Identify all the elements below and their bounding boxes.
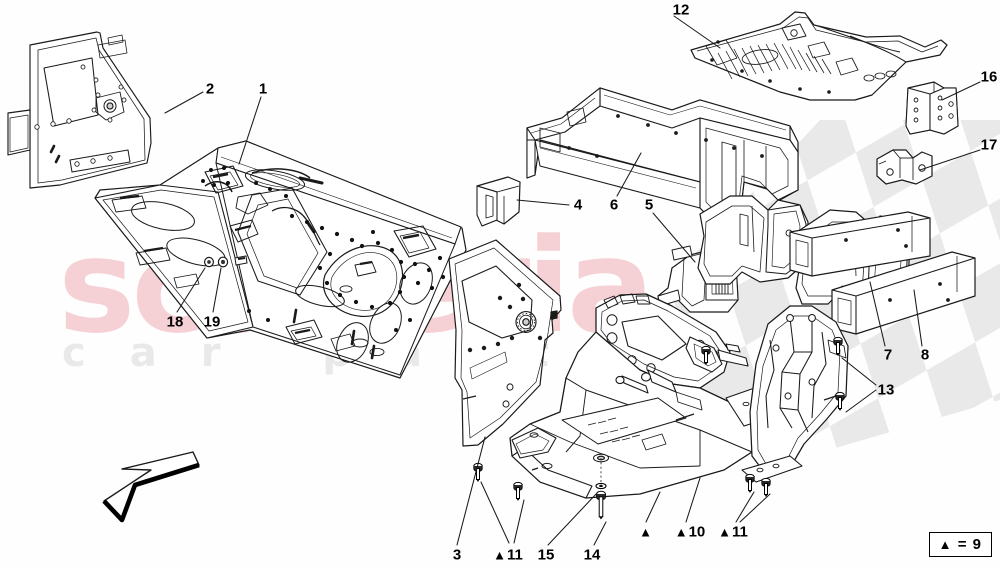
- part-19b-clip: [234, 255, 248, 266]
- leader-11-right: [735, 491, 771, 523]
- leader-10: [685, 477, 701, 523]
- part-12-rear-floor-panel: [690, 11, 948, 101]
- leader-13: [841, 357, 877, 413]
- leader-4: [516, 199, 570, 206]
- part-2-front-bulkhead-panel: [7, 31, 152, 189]
- part-14-long-bolt: [596, 490, 606, 520]
- leader-14: [593, 521, 607, 546]
- part-11-subframe-mounting-bolt: [761, 477, 771, 498]
- callout-c18: 18: [166, 313, 184, 331]
- callout-c1: 1: [258, 80, 268, 98]
- callout-c9: [639, 525, 653, 540]
- callout-c3: 3: [452, 546, 462, 564]
- callout-c5: 5: [644, 196, 654, 214]
- callout-c6: 6: [609, 196, 619, 214]
- callout-c4: 4: [573, 196, 583, 214]
- leader-8: [913, 289, 923, 347]
- callout-c7: 7: [883, 346, 893, 364]
- callout-c13: 13: [877, 381, 895, 399]
- legend-box: ▲ = 9: [928, 532, 992, 557]
- leader-19: [212, 267, 222, 313]
- leader-11-left: [480, 481, 525, 544]
- leader-2: [164, 91, 204, 114]
- callout-c15: 15: [537, 546, 555, 564]
- part-4-small-bracket-upper: [476, 176, 521, 227]
- leader-7: [869, 281, 886, 347]
- leader-9: [645, 491, 661, 523]
- leader-12: [673, 15, 721, 49]
- part-19-grommet-large: [217, 256, 229, 268]
- leader-16: [941, 81, 981, 101]
- callout-c8: 8: [920, 346, 930, 364]
- leader-3: [456, 436, 486, 546]
- legend-equals: =: [957, 536, 968, 553]
- leader-5: [652, 212, 696, 263]
- leader-15: [547, 491, 599, 546]
- callout-c11b: 11: [493, 548, 523, 563]
- callout-c17: 17: [980, 136, 998, 154]
- part-17-small-saddle-bracket: [876, 149, 933, 185]
- part-11-subframe-mounting-bolt: [473, 462, 483, 483]
- leader-1: [238, 96, 262, 165]
- callout-c19: 19: [203, 313, 221, 331]
- part-right-rear-frame-bracket: [741, 305, 849, 483]
- callout-c2: 2: [205, 80, 215, 98]
- leader-lines: [164, 15, 981, 546]
- legend-value: 9: [972, 536, 982, 553]
- part-11-subframe-mounting-bolt: [745, 473, 755, 494]
- part-6-rear-crossmember-assembly: [526, 87, 799, 225]
- leader-18: [176, 267, 206, 313]
- callout-c12: 12: [672, 1, 690, 19]
- fastener-group: [473, 336, 845, 520]
- part-8-rear-longitudinal-box-section-upper: [789, 211, 931, 277]
- part-16-mounting-bracket-right: [905, 81, 959, 135]
- part-1-main-floor-pan-assembly: [94, 140, 467, 379]
- callout-c10: 10: [675, 525, 706, 540]
- leader-17: [919, 149, 981, 171]
- callout-c14: 14: [583, 546, 601, 564]
- callout-c16: 16: [980, 68, 998, 86]
- part-3-inner-side-panel: [448, 239, 562, 447]
- vehicle-direction-arrow: [102, 451, 200, 523]
- legend-triangle-icon: ▲: [938, 537, 953, 552]
- part-11-subframe-mounting-bolt: [513, 481, 523, 502]
- callout-c11: 11: [718, 525, 748, 540]
- leader-6: [616, 152, 642, 197]
- part-18-grommet-small: [204, 256, 215, 268]
